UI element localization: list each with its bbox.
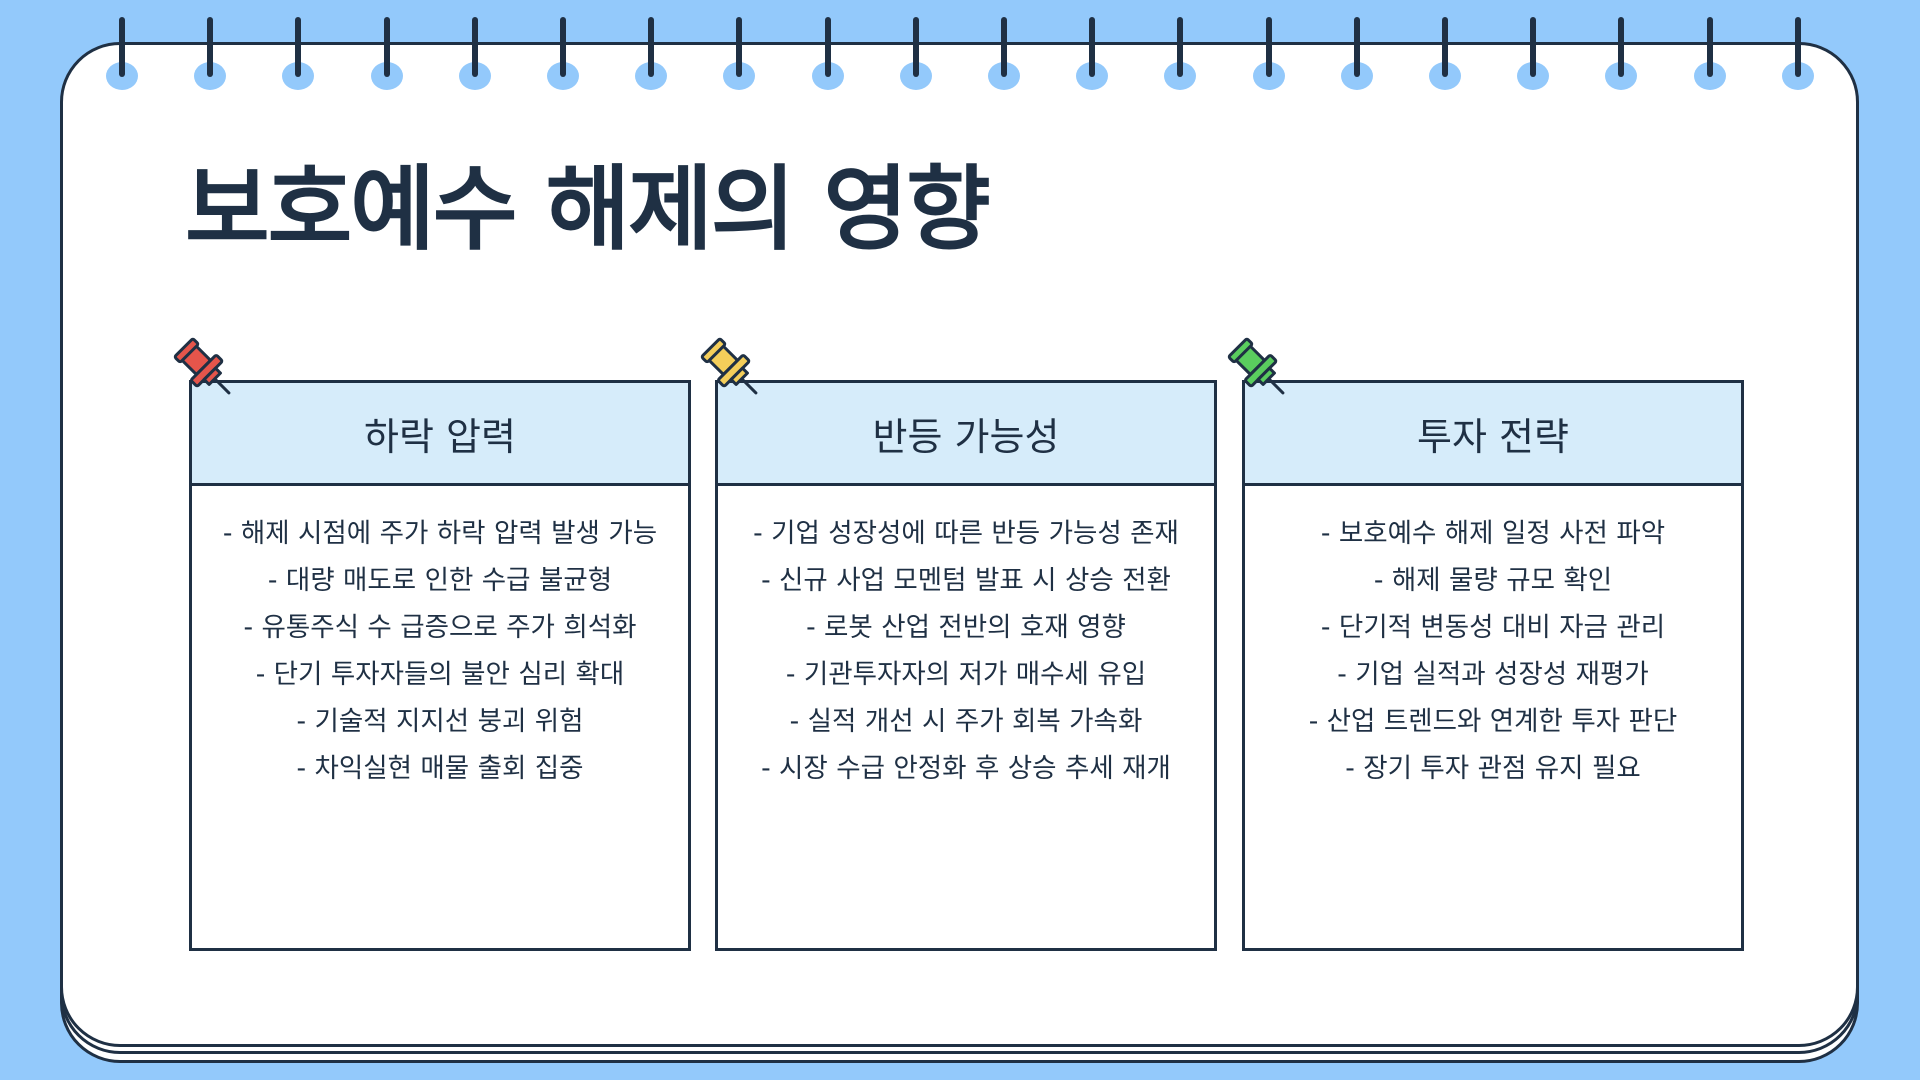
spiral-binding	[0, 0, 1920, 100]
card-list: - 기업 성장성에 따른 반등 가능성 존재 - 신규 사업 모멘텀 발표 시 …	[718, 486, 1214, 792]
binding-ring	[899, 0, 933, 95]
list-item: - 보호예수 해제 일정 사전 파악	[1320, 518, 1666, 549]
binding-wire	[648, 17, 654, 77]
list-item: - 단기 투자자들의 불안 심리 확대	[255, 659, 625, 690]
list-item: - 기관투자자의 저가 매수세 유입	[785, 659, 1147, 690]
card-list: - 보호예수 해제 일정 사전 파악 - 해제 물량 규모 확인 - 단기적 변…	[1245, 486, 1741, 792]
binding-wire	[1177, 17, 1183, 77]
card-investment-strategy: 투자 전략 - 보호예수 해제 일정 사전 파악 - 해제 물량 규모 확인 -…	[1242, 380, 1744, 951]
binding-ring	[1428, 0, 1462, 95]
binding-ring	[370, 0, 404, 95]
binding-wire	[1001, 17, 1007, 77]
binding-ring	[1781, 0, 1815, 95]
card-list: - 해제 시점에 주가 하락 압력 발생 가능 - 대량 매도로 인한 수급 불…	[192, 486, 688, 792]
binding-wire	[560, 17, 566, 77]
binding-ring	[634, 0, 668, 95]
list-item: - 시장 수급 안정화 후 상승 추세 재개	[761, 753, 1171, 784]
binding-wire	[1266, 17, 1272, 77]
binding-ring	[546, 0, 580, 95]
list-item: - 산업 트렌드와 연계한 투자 판단	[1308, 706, 1678, 737]
list-item: - 해제 물량 규모 확인	[1373, 565, 1613, 596]
card-falling-pressure: 하락 압력 - 해제 시점에 주가 하락 압력 발생 가능 - 대량 매도로 인…	[189, 380, 691, 951]
card-rebound-potential: 반등 가능성 - 기업 성장성에 따른 반등 가능성 존재 - 신규 사업 모멘…	[715, 380, 1217, 951]
binding-ring	[1163, 0, 1197, 95]
binding-ring	[1075, 0, 1109, 95]
card-heading: 하락 압력	[192, 383, 688, 486]
binding-wire	[295, 17, 301, 77]
list-item: - 대량 매도로 인한 수급 불균형	[267, 565, 613, 596]
binding-wire	[1089, 17, 1095, 77]
list-item: - 로봇 산업 전반의 호재 영향	[806, 612, 1126, 643]
list-item: - 장기 투자 관점 유지 필요	[1345, 753, 1641, 784]
binding-wire	[1442, 17, 1448, 77]
binding-wire	[1530, 17, 1536, 77]
binding-ring	[458, 0, 492, 95]
list-item: - 신규 사업 모멘텀 발표 시 상승 전환	[761, 565, 1171, 596]
list-item: - 차익실현 매물 출회 집중	[296, 753, 584, 784]
binding-ring	[105, 0, 139, 95]
binding-wire	[825, 17, 831, 77]
list-item: - 실적 개선 시 주가 회복 가속화	[789, 706, 1143, 737]
list-item: - 단기적 변동성 대비 자금 관리	[1320, 612, 1666, 643]
binding-wire	[207, 17, 213, 77]
binding-ring	[193, 0, 227, 95]
yellow-pushpin-icon	[700, 337, 758, 395]
binding-wire	[384, 17, 390, 77]
card-heading: 투자 전략	[1245, 383, 1741, 486]
list-item: - 기술적 지지선 붕괴 위험	[296, 706, 584, 737]
binding-wire	[1707, 17, 1713, 77]
green-pushpin-icon	[1227, 337, 1285, 395]
binding-ring	[1604, 0, 1638, 95]
binding-wire	[119, 17, 125, 77]
binding-ring	[987, 0, 1021, 95]
list-item: - 해제 시점에 주가 하락 압력 발생 가능	[222, 518, 658, 549]
binding-wire	[736, 17, 742, 77]
red-pushpin-icon	[173, 337, 231, 395]
list-item: - 기업 성장성에 따른 반등 가능성 존재	[753, 518, 1179, 549]
binding-ring	[281, 0, 315, 95]
page-title: 보호예수 해제의 영향	[185, 156, 991, 263]
binding-ring	[722, 0, 756, 95]
binding-ring	[811, 0, 845, 95]
list-item: - 유통주식 수 급증으로 주가 희석화	[243, 612, 637, 643]
binding-wire	[472, 17, 478, 77]
binding-wire	[913, 17, 919, 77]
binding-ring	[1252, 0, 1286, 95]
binding-wire	[1618, 17, 1624, 77]
binding-ring	[1693, 0, 1727, 95]
list-item: - 기업 실적과 성장성 재평가	[1337, 659, 1649, 690]
binding-wire	[1354, 17, 1360, 77]
binding-wire	[1795, 17, 1801, 77]
binding-ring	[1340, 0, 1374, 95]
binding-ring	[1516, 0, 1550, 95]
card-heading: 반등 가능성	[718, 383, 1214, 486]
